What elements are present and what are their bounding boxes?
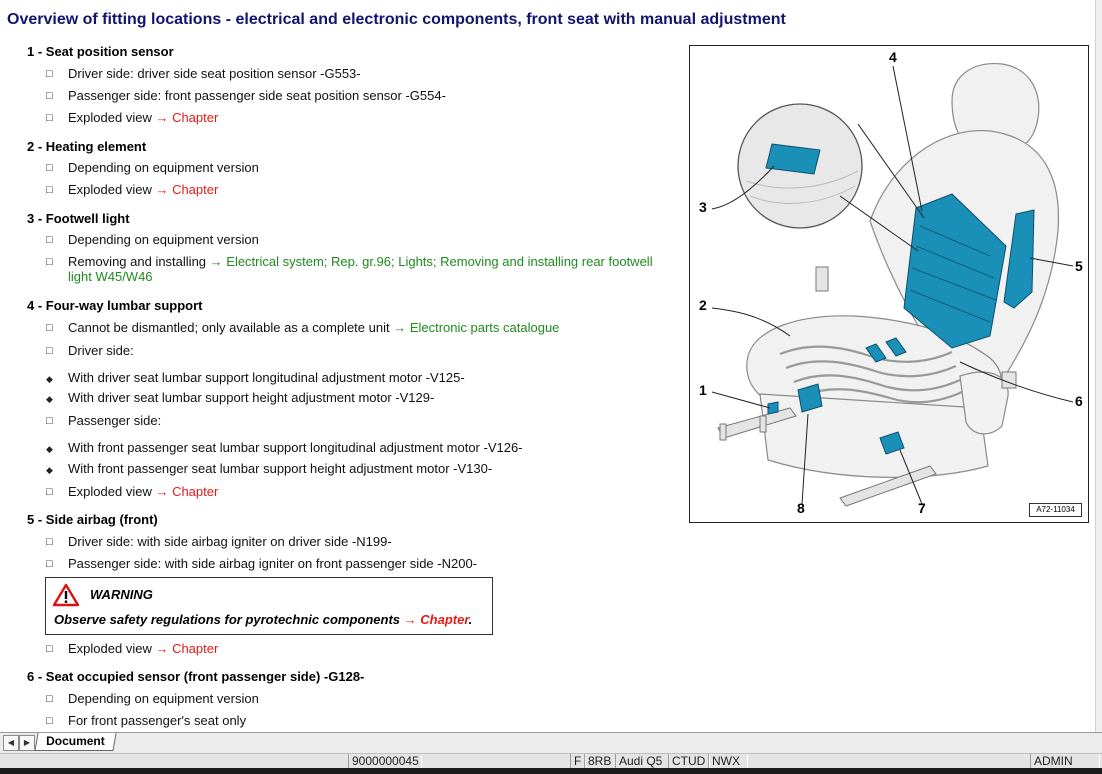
callout-8: 8: [797, 500, 805, 516]
callout-4: 4: [889, 49, 897, 65]
section-heading-6: 6 - Seat occupied sensor (front passenge…: [27, 669, 365, 684]
list-item: With driver seat lumbar support longitud…: [68, 370, 465, 385]
list-item: With front passenger seat lumbar support…: [68, 461, 493, 476]
callout-2: 2: [699, 297, 707, 313]
tab-scroll-right-button[interactable]: ▶: [19, 735, 35, 751]
electrical-system-link[interactable]: → Electrical system; Rep. gr.96; Lights;…: [68, 254, 653, 284]
chapter-link[interactable]: → Chapter: [403, 612, 469, 627]
list-item: Passenger side: with side airbag igniter…: [68, 556, 478, 571]
parts-catalogue-link[interactable]: → Electronic parts catalogue: [393, 320, 560, 335]
square-bullet: □: [46, 184, 53, 196]
square-bullet: □: [46, 322, 53, 334]
list-item: Depending on equipment version: [68, 232, 259, 247]
list-item: Exploded view → Chapter: [68, 110, 218, 125]
list-item: With front passenger seat lumbar support…: [68, 440, 523, 455]
section-heading-3: 3 - Footwell light: [27, 211, 130, 226]
item-text: Exploded view: [68, 484, 152, 499]
arrow-left-icon: ◀: [7, 738, 15, 747]
item-text: Exploded view: [68, 182, 152, 197]
document-view: Overview of fitting locations - electric…: [7, 0, 1102, 732]
status-ctud: CTUD: [668, 754, 710, 768]
tab-scroll-left-button[interactable]: ◀: [3, 735, 19, 751]
list-item: Driver side:: [68, 343, 134, 358]
tab-document[interactable]: Document: [34, 733, 117, 751]
list-item: Exploded view → Chapter: [68, 641, 218, 656]
section-heading-4: 4 - Four-way lumbar support: [27, 298, 203, 313]
list-item: Passenger side: front passenger side sea…: [68, 88, 446, 103]
seat-illustration: [711, 62, 1074, 507]
list-item: Depending on equipment version: [68, 691, 259, 706]
square-bullet: □: [46, 345, 53, 357]
status-user: ADMIN: [1030, 754, 1100, 768]
status-nwx: NWX: [708, 754, 748, 768]
square-bullet: □: [46, 162, 53, 174]
section-heading-1: 1 - Seat position sensor: [27, 44, 174, 59]
square-bullet: □: [46, 68, 53, 80]
diamond-bullet: ◆: [46, 374, 53, 384]
warning-title: WARNING: [90, 587, 153, 602]
diamond-bullet: ◆: [46, 444, 53, 454]
square-bullet: □: [46, 256, 53, 268]
item-text: Exploded view: [68, 641, 152, 656]
warning-period: .: [468, 612, 473, 627]
diamond-bullet: ◆: [46, 465, 53, 475]
status-rb: 8RB: [584, 754, 616, 768]
list-item: Driver side: with side airbag igniter on…: [68, 534, 392, 549]
warning-message: Observe safety regulations for pyrotechn…: [54, 612, 401, 627]
list-item: With driver seat lumbar support height a…: [68, 390, 435, 405]
callout-1: 1: [699, 382, 707, 398]
list-item: Removing and installing → Electrical sys…: [68, 254, 673, 284]
vertical-scrollbar[interactable]: [1095, 0, 1102, 732]
list-item: Exploded view → Chapter: [68, 484, 218, 499]
tab-document-label: Document: [46, 734, 105, 748]
status-f: F: [570, 754, 586, 768]
item-text: Cannot be dismantled; only available as …: [68, 320, 390, 335]
warning-text: Observe safety regulations for pyrotechn…: [54, 612, 472, 627]
square-bullet: □: [46, 536, 53, 548]
page-title: Overview of fitting locations - electric…: [7, 11, 786, 28]
section-heading-5: 5 - Side airbag (front): [27, 512, 158, 527]
square-bullet: □: [46, 486, 53, 498]
square-bullet: □: [46, 112, 53, 124]
section-heading-2: 2 - Heating element: [27, 139, 147, 154]
sheet-tab-bar: ◀ ▶ Document: [0, 732, 1102, 753]
status-doc-number: 9000000045: [348, 754, 422, 768]
square-bullet: □: [46, 643, 53, 655]
figure-code: A72-11034: [1029, 503, 1082, 517]
square-bullet: □: [46, 415, 53, 427]
callout-3: 3: [699, 199, 707, 215]
list-item: For front passenger's seat only: [68, 713, 247, 728]
square-bullet: □: [46, 715, 53, 727]
chapter-link[interactable]: → Chapter: [155, 641, 219, 656]
status-model: Audi Q5: [615, 754, 669, 768]
arrow-right-icon: ▶: [23, 738, 31, 747]
seat-figure: 4 3 5 2 1 6 8 7: [689, 45, 1089, 523]
list-item: Cannot be dismantled; only available as …: [68, 320, 559, 335]
callout-6: 6: [1075, 393, 1083, 409]
square-bullet: □: [46, 693, 53, 705]
chapter-link[interactable]: → Chapter: [155, 110, 219, 125]
list-item: Driver side: driver side seat position s…: [68, 66, 361, 81]
status-bar: 9000000045 F 8RB Audi Q5 CTUD NWX ADMIN: [0, 753, 1102, 769]
item-text: Exploded view: [68, 110, 152, 125]
chapter-link[interactable]: → Chapter: [155, 182, 219, 197]
item-text: Removing and installing: [68, 254, 207, 269]
warning-box: WARNING Observe safety regulations for p…: [45, 577, 493, 635]
list-item: Depending on equipment version: [68, 160, 259, 175]
chapter-link[interactable]: → Chapter: [155, 484, 219, 499]
square-bullet: □: [46, 90, 53, 102]
callout-7: 7: [918, 500, 926, 516]
warning-triangle-icon: [53, 583, 79, 607]
diamond-bullet: ◆: [46, 394, 53, 404]
square-bullet: □: [46, 558, 53, 570]
list-item: Exploded view → Chapter: [68, 182, 218, 197]
taskbar-edge: [0, 768, 1102, 774]
callout-5: 5: [1075, 258, 1083, 274]
square-bullet: □: [46, 234, 53, 246]
list-item: Passenger side:: [68, 413, 162, 428]
